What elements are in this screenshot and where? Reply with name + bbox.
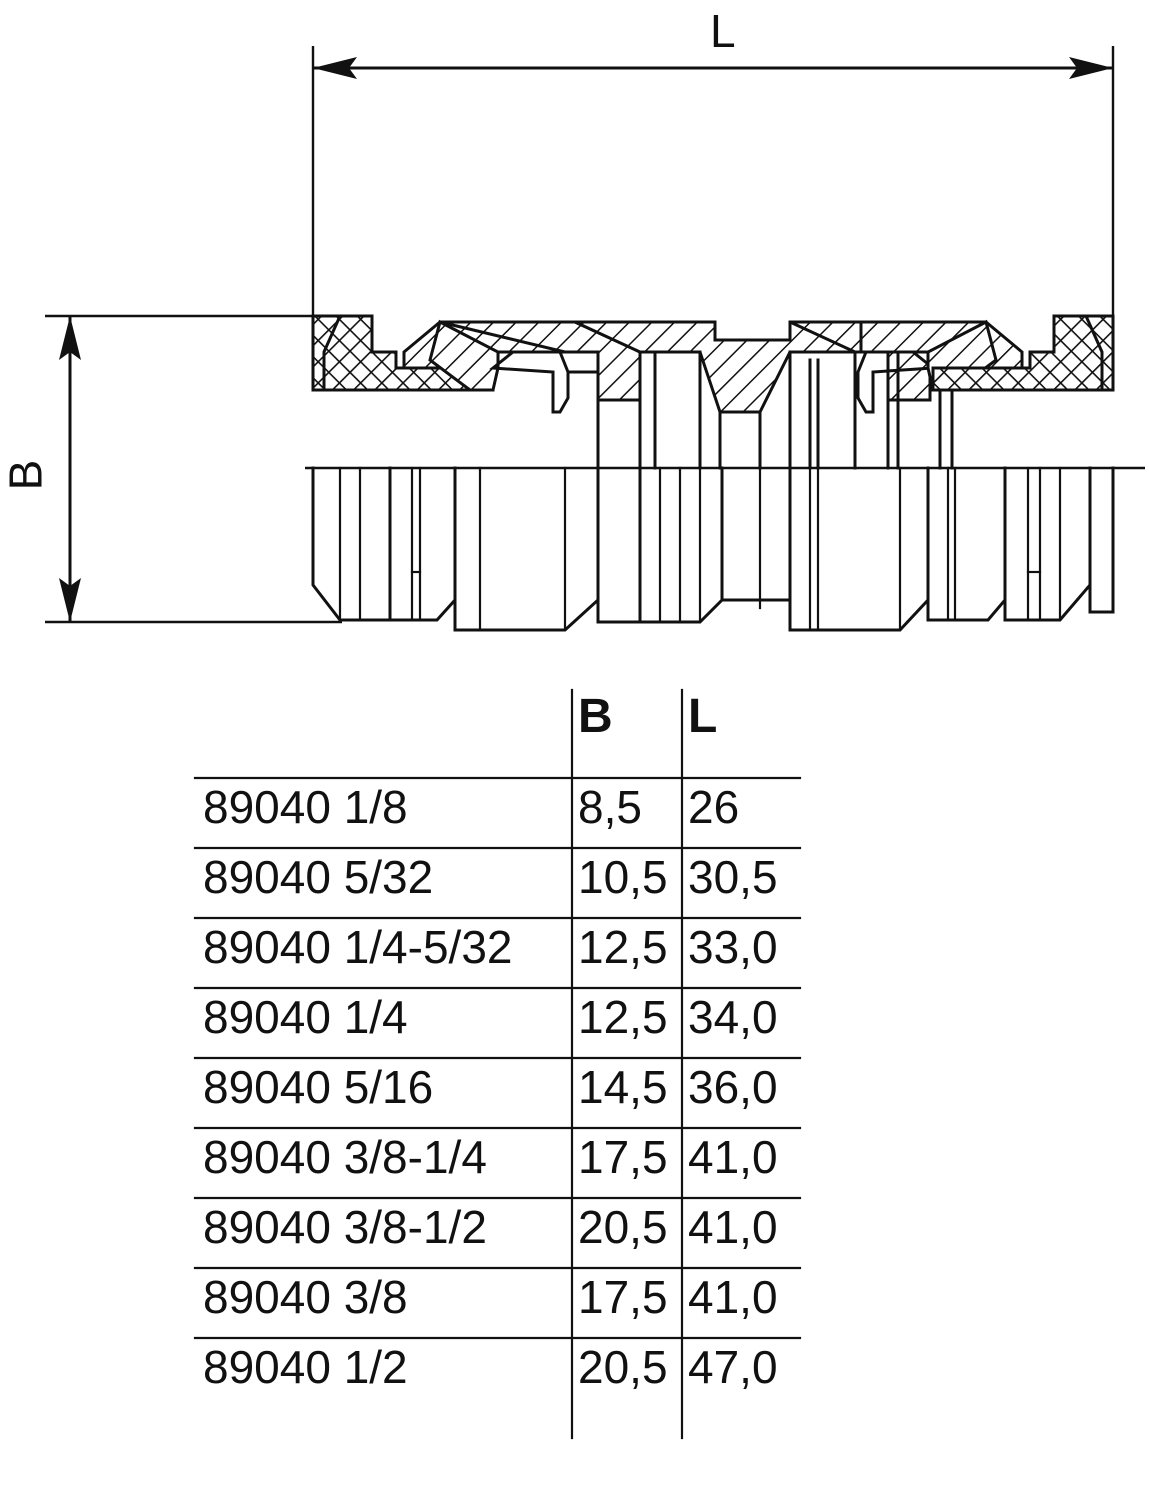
coupling-lower-outside bbox=[311, 466, 1115, 632]
table-horizontal-rules bbox=[193, 776, 802, 1340]
left-grab-ring bbox=[489, 350, 570, 414]
lower-rib-lines bbox=[338, 466, 1062, 632]
right-outer-flange bbox=[1088, 466, 1115, 614]
coupling-upper-section bbox=[311, 314, 1115, 470]
arrowhead-bottom-B bbox=[59, 578, 81, 622]
left-collet-nose bbox=[428, 319, 500, 392]
dimension-label-L: L bbox=[710, 5, 736, 57]
arrowhead-top-B bbox=[59, 316, 81, 360]
arrowhead-left-L bbox=[313, 57, 357, 79]
table-vertical-rules bbox=[570, 688, 684, 1440]
outer-top-profile bbox=[311, 314, 1115, 392]
arrowhead-right-L bbox=[1069, 57, 1113, 79]
dimension-line-B bbox=[45, 314, 342, 624]
body-internal-lines bbox=[566, 350, 954, 470]
dimension-line-L bbox=[311, 46, 1115, 330]
